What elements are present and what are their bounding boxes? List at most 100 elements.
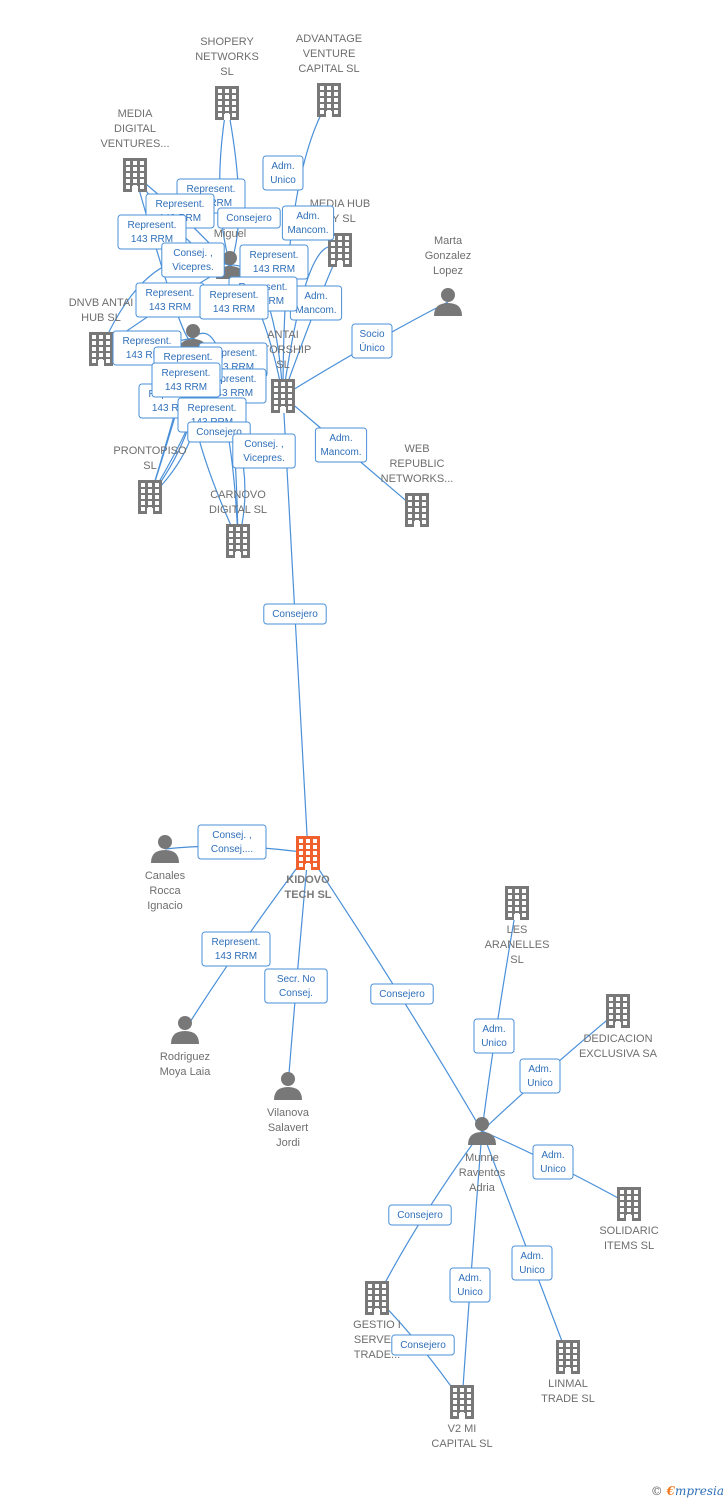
node-label: CTORSHIP — [255, 344, 312, 356]
building-icon — [296, 836, 320, 870]
node-label: NETWORKS — [195, 51, 259, 63]
node-label: WEB — [404, 443, 429, 455]
node-label: GESTIO I — [353, 1319, 401, 1331]
edge-label-box — [351, 323, 393, 359]
edge-label-miguel-mediadigital[interactable]: Consej. ,Vicepres. — [161, 242, 225, 278]
edge-label-v2mi-gestio[interactable]: Consejero — [391, 1334, 455, 1356]
node-label: CAPITAL SL — [298, 63, 359, 75]
brand-name: mpresia — [674, 1484, 724, 1498]
edge-label-miguel-dnvb[interactable]: Represent.143 RRM — [117, 214, 187, 250]
edge-label-text: Represent. — [209, 348, 258, 359]
person-icon — [151, 835, 179, 863]
edge-label-box — [511, 1245, 553, 1281]
edge-label-text: Represent. — [250, 250, 299, 261]
node-label: LINMAL — [548, 1378, 588, 1390]
node-label: Adria — [469, 1182, 496, 1194]
building-icon — [138, 480, 162, 514]
edge-label-miguel-shopery[interactable]: Consejero — [217, 207, 281, 229]
edge-label-rodriguez-kidovo[interactable]: Represent. 143 RRM — [201, 931, 271, 967]
footer-brand[interactable]: © €mpresia — [651, 1484, 724, 1498]
edge-label-munne-gestio[interactable]: Consejero — [388, 1204, 452, 1226]
node-mediadigital[interactable]: MEDIADIGITALVENTURES... — [100, 108, 170, 192]
node-label: MEDIA — [118, 108, 154, 120]
edge-label-person2-carnovo[interactable]: Represent.143 RRM — [199, 284, 269, 320]
edge-label-text: Adm. — [296, 211, 319, 222]
edge-label-webrepublic-antai[interactable]: Adm.Mancom. — [314, 427, 368, 463]
edge-label-antai-kidovo[interactable]: Consejero — [263, 603, 327, 625]
node-label: Canales — [145, 870, 186, 882]
copyright-symbol: © — [650, 1484, 663, 1498]
node-label: Vilanova — [267, 1107, 310, 1119]
node-label: SOLIDARIC — [599, 1225, 658, 1237]
edge-label-text: Unico — [270, 175, 296, 186]
edge-label-text: Adm. — [458, 1273, 481, 1284]
edge-label-person2-carnovo[interactable]: Consej. ,Vicepres. — [232, 433, 296, 469]
edge-label-text: Represent. — [212, 937, 261, 948]
edge-label-text: Represent. — [210, 290, 259, 301]
node-label: CAPITAL SL — [431, 1438, 492, 1450]
edge-label-munne-linmal[interactable]: Adm.Unico — [511, 1245, 553, 1281]
edge-label-miguel-antai[interactable]: Represent.143 RRM — [239, 244, 309, 280]
edge-label-antai-mediahub[interactable]: Adm.Mancom. — [289, 285, 343, 321]
edge-label-text: Represent. — [156, 199, 205, 210]
edge-label-text: 143 RRM — [215, 951, 257, 962]
edge-label-text: Consejero — [400, 1340, 446, 1351]
building-icon — [226, 524, 250, 558]
node-label: Munne — [465, 1152, 499, 1164]
edge-label-box — [201, 931, 271, 967]
node-label: EXCLUSIVA SA — [579, 1048, 658, 1060]
node-label: ITEMS SL — [604, 1240, 654, 1252]
node-gestio[interactable]: GESTIO ISERVE...TRADE... — [353, 1281, 401, 1361]
edge-label-canales-kidovo[interactable]: Consej. ,Consej.... — [197, 824, 267, 860]
edge-label-munne-dedicacion[interactable]: Adm.Unico — [519, 1058, 561, 1094]
edge-label-munne-v2mi[interactable]: Adm.Unico — [449, 1267, 491, 1303]
node-label: HUB SL — [81, 312, 121, 324]
edge-label-text: 143 RRM — [165, 382, 207, 393]
node-label: Marta — [434, 235, 463, 247]
edge-label-text: Mancom. — [320, 447, 361, 458]
edge-label-antai-mediahub[interactable]: Adm.Mancom. — [281, 205, 335, 241]
edge-label-text: Consej. , — [244, 439, 283, 450]
edge-label-text: Represent. — [123, 336, 172, 347]
edge-label-text: Socio — [359, 329, 384, 340]
edge-label-text: Represent. — [164, 352, 213, 363]
edge-label-text: 143 RRM — [131, 234, 173, 245]
edge-label-text: Adm. — [528, 1064, 551, 1075]
edge-label-antai-advantage[interactable]: Adm.Unico — [262, 155, 304, 191]
edge-label-person2-prontopiso[interactable]: Represent.143 RRM — [151, 362, 221, 398]
edge-label-munne-kidovo[interactable]: Consejero — [370, 983, 434, 1005]
node-label: Rodriguez — [160, 1051, 210, 1063]
edge-label-text: Consejero — [272, 609, 318, 620]
edge-label-text: Unico — [481, 1038, 507, 1049]
edge-label-text: Represent. — [208, 374, 257, 385]
edge-label-text: Adm. — [541, 1150, 564, 1161]
node-webrepublic[interactable]: WEBREPUBLICNETWORKS... — [381, 443, 454, 527]
brand-e: € — [666, 1484, 675, 1498]
edge-label-text: 143 RRM — [152, 403, 194, 414]
node-solidaric[interactable]: SOLIDARIC ITEMS SL — [599, 1187, 659, 1252]
edge-label-munne-aranelles[interactable]: Adm.Unico — [473, 1018, 515, 1054]
edge-label-munne-solidaric[interactable]: Adm.Unico — [532, 1144, 574, 1180]
building-icon — [365, 1281, 389, 1315]
edge-label-miguel-dnvb[interactable]: Represent.143 RRM — [135, 282, 205, 318]
